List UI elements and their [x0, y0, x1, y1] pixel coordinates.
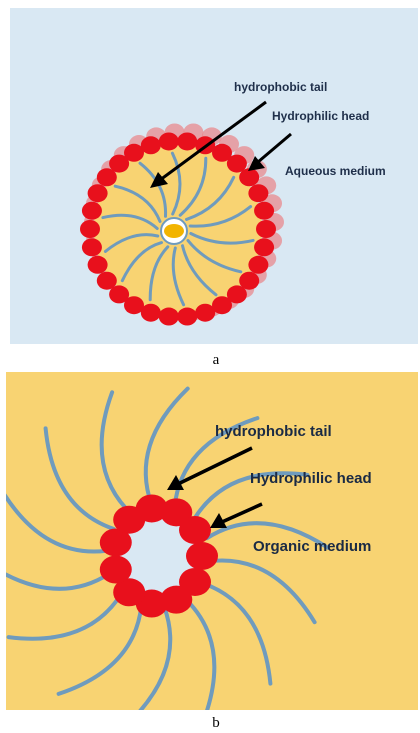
hydrophilic-head: [88, 184, 108, 202]
hydrophobic-tail-label: hydrophobic tail: [234, 80, 327, 94]
hydrophilic-head: [254, 202, 274, 220]
hydrophilic-head: [186, 542, 218, 570]
hydrophilic-head: [177, 132, 197, 150]
hydrophilic-head: [88, 256, 108, 274]
aqueous-medium-label: Aqueous medium: [285, 164, 386, 178]
hydrophilic-head: [195, 304, 215, 322]
hydrophobic-tail: [6, 490, 106, 552]
hydrophobic-tail-label: hydrophobic tail: [215, 423, 332, 440]
hydrophilic-head: [179, 516, 211, 544]
tail-pointer-arrow: [167, 448, 252, 490]
hydrophobic-tail: [128, 608, 170, 710]
hydrophilic-head: [82, 238, 102, 256]
hydrophobic-tail: [186, 600, 214, 710]
hydrophobic-tail: [102, 392, 130, 512]
caption-a: a: [196, 352, 236, 369]
hydrophilic-head: [100, 556, 132, 584]
micelle-center-dot: [164, 224, 184, 238]
hydrophilic-head: [256, 220, 276, 238]
hydrophilic-head: [248, 184, 268, 202]
hydrophilic-head: [159, 308, 179, 326]
hydrophilic-head: [159, 132, 179, 150]
panel-a-normal-micelle: hydrophobic tail Hydrophilic head Aqueou…: [10, 8, 418, 344]
hydrophilic-head: [97, 272, 117, 290]
hydrophilic-head: [80, 220, 100, 238]
hydrophilic-head: [239, 168, 259, 186]
caption-b: b: [196, 715, 236, 732]
hydrophobic-tail: [210, 560, 315, 622]
hydrophobic-tail: [9, 593, 122, 639]
hydrophilic-head: [141, 136, 161, 154]
hydrophilic-head: [177, 308, 197, 326]
hydrophilic-head: [248, 256, 268, 274]
hydrophilic-head: [82, 202, 102, 220]
panel-b-reverse-micelle: hydrophobic tail Hydrophilic head Organi…: [6, 372, 418, 710]
hydrophilic-head-label: Hydrophilic head: [272, 109, 369, 123]
hydrophilic-head: [254, 238, 274, 256]
hydrophobic-tail: [6, 564, 109, 589]
organic-medium-label: Organic medium: [253, 538, 371, 555]
hydrophilic-head-label: Hydrophilic head: [250, 470, 372, 487]
